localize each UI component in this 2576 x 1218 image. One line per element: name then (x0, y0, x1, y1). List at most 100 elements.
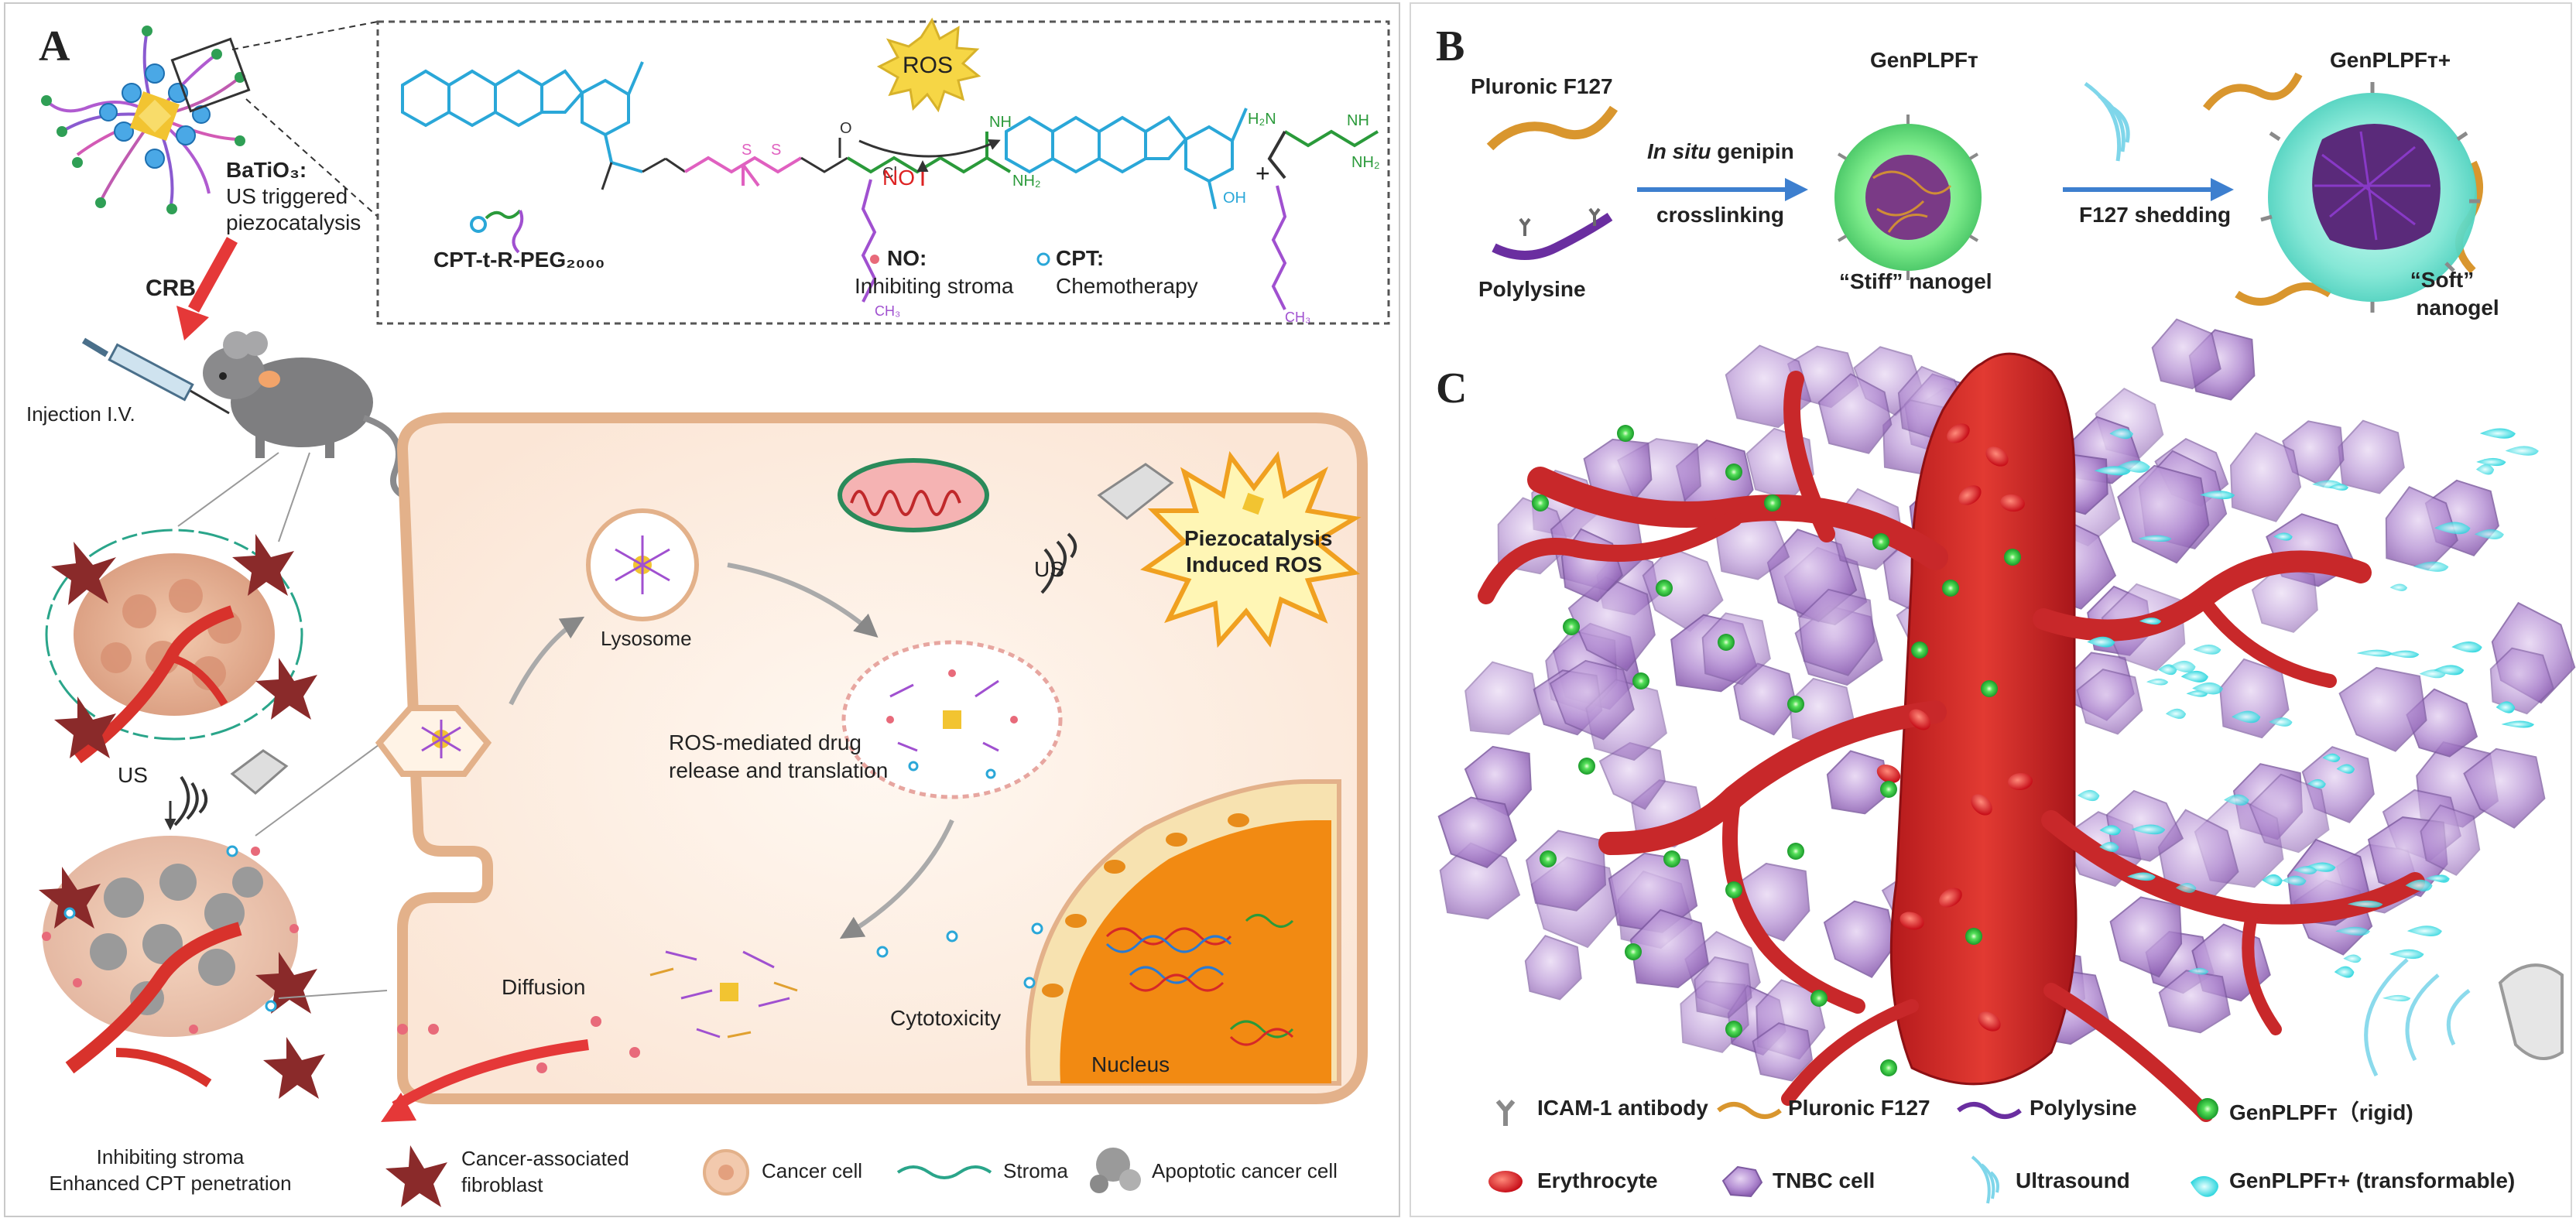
ros-badge-label: ROS (903, 53, 954, 78)
transformable-nanogel (2273, 532, 2293, 541)
transformable-nanogel (2138, 535, 2172, 542)
prodrug-box (376, 20, 1390, 325)
us-cell-label: US (1034, 557, 1064, 581)
legend-erythrocyte-label: Erythrocyte (1537, 1168, 1658, 1192)
transformable-nanogel (2336, 764, 2355, 774)
transformable-nanogel (2356, 649, 2393, 657)
legend-ultrasound-icon (1971, 1155, 1999, 1204)
rigid-nanogel (1965, 928, 1982, 945)
transformable-nanogel (2382, 994, 2411, 1002)
svg-text:NH: NH (1347, 112, 1369, 129)
rigid-nanogel (1532, 494, 1549, 511)
transformable-nanogel (2224, 794, 2249, 806)
tnbc-cell (2338, 666, 2427, 752)
transformable-nanogel (2405, 879, 2433, 891)
svg-text:Cl: Cl (882, 165, 897, 182)
legend-tnbc-label: TNBC cell (1773, 1168, 1875, 1192)
prodrug-label: CPT-t-R-PEG₂₀₀₀ (433, 248, 605, 272)
injection-label: Injection I.V. (26, 402, 135, 426)
panel-a-label: A (39, 22, 70, 70)
step1-label-1: In situ genipin (1647, 139, 1794, 163)
erythrocyte (1899, 912, 1924, 930)
erythrocyte (2000, 494, 2025, 512)
soft-nanogel-icon (2260, 82, 2480, 313)
nucleus-icon (1025, 779, 1341, 1086)
transformable-nanogel (2200, 491, 2235, 500)
rigid-nanogel (1663, 850, 1680, 867)
rigid-nanogel (1942, 580, 1959, 597)
rigid-nanogel (1617, 425, 1634, 442)
tumor-tissue-3d (1437, 318, 2576, 1122)
no-label: NO: (887, 246, 927, 270)
transformable-nanogel (2232, 710, 2261, 724)
transformable-nanogel (2389, 583, 2408, 591)
released-drug-cluster (649, 950, 798, 1038)
legend-caf-icon (385, 1145, 447, 1207)
svg-text:CH₃: CH₃ (1285, 310, 1310, 325)
transformable-nanogel (2078, 789, 2100, 802)
prodrug-icon (470, 209, 524, 254)
tnbc-cell (1694, 956, 1752, 1019)
rigid-nanogel (1725, 881, 1742, 898)
transformable-nanogel (2322, 753, 2341, 762)
ros-cleavage-arrow (858, 139, 1001, 158)
erythrocyte (1971, 794, 1992, 816)
step1-label-2: crosslinking (1656, 203, 1784, 227)
stiff-nanogel-icon (1834, 115, 1982, 280)
tnbc-cell (1733, 662, 1797, 736)
tnbc-cell (2151, 318, 2221, 390)
legend-icam-label: ICAM-1 antibody (1537, 1096, 1708, 1120)
transformable-nanogel (2335, 926, 2370, 936)
pluronic-label: Pluronic F127 (1471, 74, 1613, 98)
no-desc: Inhibiting stroma (855, 274, 1014, 298)
legend-ultrasound-label: Ultrasound (2016, 1168, 2130, 1192)
cpt-dot-icon (1036, 252, 1050, 266)
tnbc-cell (2158, 970, 2231, 1034)
ultrasound-probe-c-icon (2364, 958, 2564, 1077)
rigid-nanogel (1632, 672, 1649, 689)
rigid-nanogel-group (1532, 425, 2021, 1076)
legend-transformable-label: GenPLPFᴛ+ (transformable) (2229, 1168, 2516, 1192)
tnbc-cell (2338, 419, 2405, 494)
result-label-2: Enhanced CPT penetration (49, 1172, 292, 1195)
tnbc-cell (1549, 659, 1635, 741)
endocytic-vesicle-icon (375, 705, 492, 777)
transformable-nanogel (2475, 464, 2495, 475)
transformable-nanogel (2505, 446, 2539, 456)
legend-rigid-label: GenPLPFᴛ（rigid) (2229, 1100, 2413, 1124)
transformable-nanogel (2193, 644, 2221, 655)
cpt-desc: Chemotherapy (1056, 274, 1198, 298)
stiff-label: “Stiff” nanogel (1839, 269, 1992, 293)
legend-cancer-cell-label: Cancer cell (762, 1159, 863, 1182)
legend-polylysine-label: Polylysine (2030, 1096, 2137, 1120)
tnbc-cell (1437, 796, 1517, 869)
legend-apoptotic-icon (1090, 1148, 1141, 1193)
arginine-guanidine (846, 132, 1012, 174)
nucleus-label: Nucleus (1091, 1052, 1170, 1076)
transformable-nanogel (2262, 874, 2283, 887)
transformable-nanogel (2425, 874, 2448, 882)
tnbc-cell (1567, 576, 1656, 672)
transformable-nanogel (2413, 561, 2449, 572)
mitochondria-icon (838, 458, 989, 532)
piezo-label-2: Induced ROS (1186, 553, 1322, 576)
tnbc-cell (1752, 1022, 1814, 1082)
rigid-nanogel (1578, 758, 1595, 775)
batio3-desc-2: piezocatalysis (226, 210, 361, 234)
transformable-nanogel (2343, 954, 2362, 963)
transformable-nanogel (2170, 660, 2196, 673)
plus-sign: + (1255, 159, 1270, 187)
cpt-label: CPT: (1056, 246, 1105, 270)
soft-title: GenPLPFᴛ+ (2330, 48, 2451, 72)
blood-vessel (1889, 352, 2078, 1086)
transformable-nanogel (2389, 949, 2424, 960)
tumor-before-treatment (45, 529, 317, 764)
no-short-label: NO (882, 166, 915, 190)
transformable-nanogel (2451, 641, 2482, 653)
erythrocyte (1939, 888, 1962, 908)
piezo-label-1: Piezocatalysis (1184, 526, 1333, 550)
legend-tnbc-icon (1721, 1165, 1763, 1198)
transformable-nanogel (2476, 457, 2506, 467)
thioketal-linker (683, 156, 803, 187)
rigid-nanogel (1787, 696, 1804, 713)
